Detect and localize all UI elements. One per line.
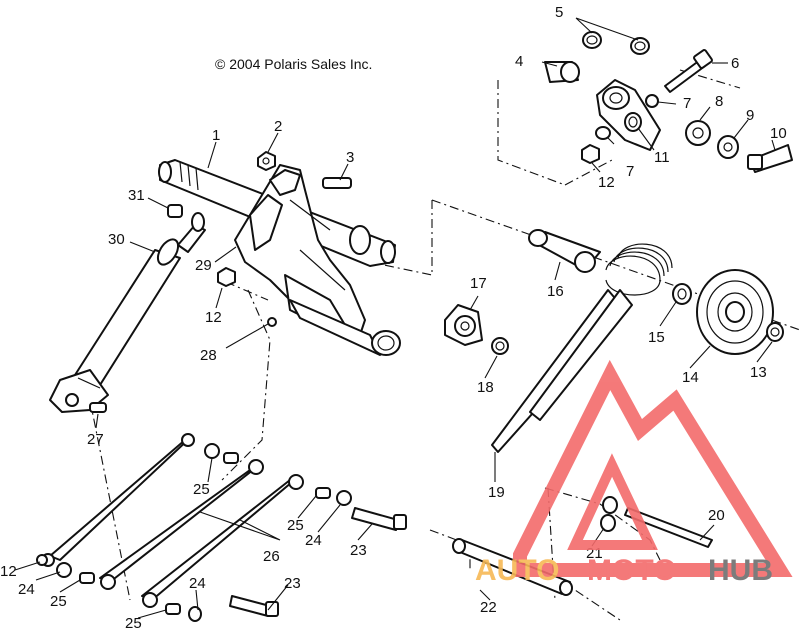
callout-28: 28 xyxy=(200,347,217,364)
callout-24c: 24 xyxy=(189,575,206,592)
callout-25a: 25 xyxy=(193,481,210,498)
nut-12-left xyxy=(217,267,236,287)
callout-17: 17 xyxy=(470,275,487,292)
callout-20: 20 xyxy=(708,507,725,524)
swing-arm-body xyxy=(234,164,401,356)
callout-25c: 25 xyxy=(50,593,67,610)
callout-10: 10 xyxy=(770,125,787,142)
watermark-triangle-outer xyxy=(513,359,793,577)
callout-3: 3 xyxy=(346,149,354,166)
callout-24b: 24 xyxy=(18,581,35,598)
callout-1: 1 xyxy=(212,127,220,144)
bushing-31 xyxy=(167,204,183,218)
callout-11: 11 xyxy=(654,149,670,166)
callout-12b: 12 xyxy=(205,309,222,326)
callout-9: 9 xyxy=(746,107,754,124)
sleeve-16 xyxy=(528,229,601,273)
watermark-hub: HUB xyxy=(708,554,773,587)
callout-12a: 12 xyxy=(598,174,615,191)
callout-29: 29 xyxy=(195,257,212,274)
callout-25b: 25 xyxy=(287,517,304,534)
callout-27: 27 xyxy=(87,431,104,448)
callout-7a: 7 xyxy=(683,95,691,112)
callout-26: 26 xyxy=(263,548,280,565)
grease-fitting-28 xyxy=(267,317,277,327)
callout-18: 18 xyxy=(477,379,494,396)
copyright-text: © 2004 Polaris Sales Inc. xyxy=(215,56,372,72)
callout-22: 22 xyxy=(480,599,497,616)
callout-23a: 23 xyxy=(350,542,367,559)
bushings-washers xyxy=(36,443,352,622)
callout-19: 19 xyxy=(488,484,505,501)
callout-14: 14 xyxy=(682,369,699,386)
callout-15: 15 xyxy=(648,329,665,346)
callout-25d: 25 xyxy=(125,615,142,629)
callout-7b: 7 xyxy=(626,163,634,180)
callout-13: 13 xyxy=(750,364,767,381)
callout-numbers: 1 2 3 4 5 6 7 7 8 9 10 11 12 12 12 13 14… xyxy=(0,4,787,629)
idler-wheel-14 xyxy=(672,269,784,355)
callout-16: 16 xyxy=(547,283,564,300)
wheel-17 xyxy=(444,304,483,346)
callout-2: 2 xyxy=(274,118,282,135)
watermark-auto: AUTO xyxy=(475,554,559,587)
leader-lines xyxy=(14,17,776,619)
washer-18 xyxy=(491,337,509,355)
shaft-22 xyxy=(452,538,573,596)
callout-6: 6 xyxy=(731,55,739,72)
callout-12c: 12 xyxy=(0,563,17,580)
callout-24a: 24 xyxy=(305,532,322,549)
bolts-23 xyxy=(229,507,407,617)
callout-30: 30 xyxy=(108,231,125,248)
watermark-moto: MOTO xyxy=(587,554,676,587)
automotohub-watermark: AUTO MOTO HUB xyxy=(475,359,793,587)
pin-27 xyxy=(89,402,107,413)
idler-bracket-assembly xyxy=(544,31,793,173)
callout-8: 8 xyxy=(715,93,723,110)
shock-absorber xyxy=(49,212,206,413)
nut-2 xyxy=(257,151,276,171)
callout-23b: 23 xyxy=(284,575,301,592)
callout-4: 4 xyxy=(515,53,523,70)
callout-5: 5 xyxy=(555,4,563,21)
rod-20 xyxy=(600,496,713,548)
pin-3 xyxy=(322,177,352,189)
tie-rods-26 xyxy=(41,433,304,608)
callout-31: 31 xyxy=(128,187,145,204)
torsion-spring-19 xyxy=(491,243,673,453)
watermark-triangle-inner xyxy=(567,453,658,550)
